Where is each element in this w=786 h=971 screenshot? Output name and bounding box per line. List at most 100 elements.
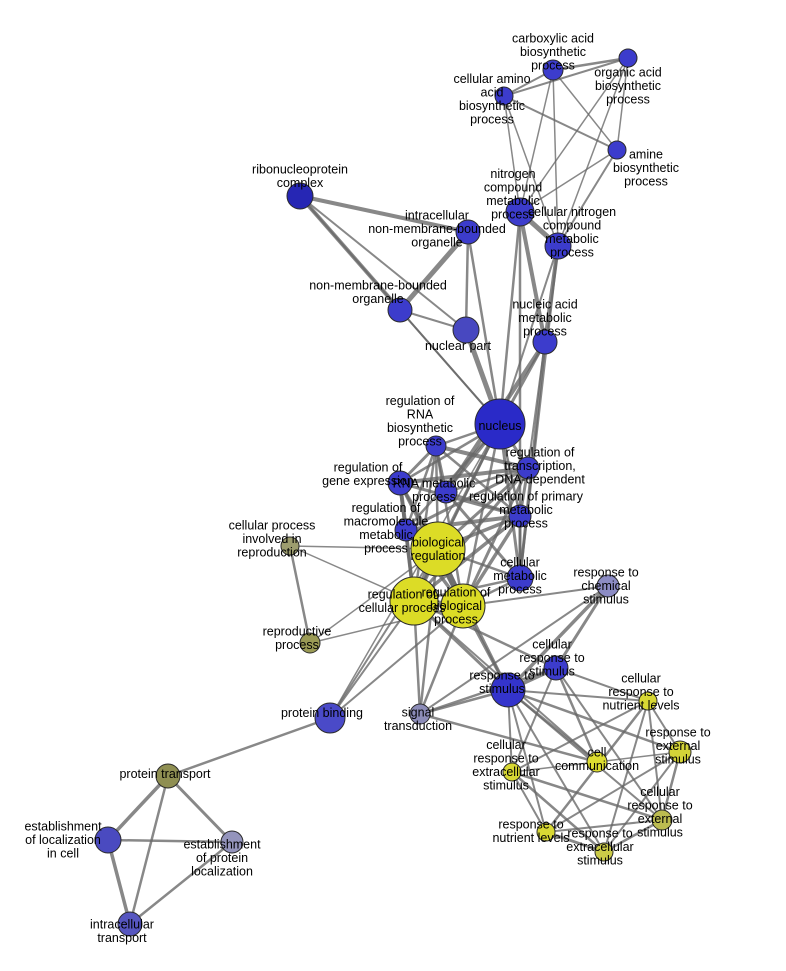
node-cnitro[interactable] xyxy=(544,232,572,260)
edge-cellres-cresext xyxy=(555,667,663,821)
edge-resextra-cresext xyxy=(602,818,664,854)
edge-inmb-nmb xyxy=(397,229,471,313)
edge-amino-amine xyxy=(503,95,618,151)
edge-rnamet-cellmet xyxy=(444,490,522,580)
edge-cellres-sigtx xyxy=(418,666,558,716)
node-carb[interactable] xyxy=(542,59,564,81)
node-repro[interactable] xyxy=(299,632,321,654)
edge-ptrans-estloc xyxy=(106,774,170,842)
node-rnabio[interactable] xyxy=(425,435,447,457)
node-resext[interactable] xyxy=(668,740,692,764)
node-regtx[interactable] xyxy=(516,456,540,480)
node-rnamet[interactable] xyxy=(434,480,458,504)
node-cellrep[interactable] xyxy=(280,536,300,556)
node-cresnut[interactable] xyxy=(638,691,658,711)
edge-pbind-nucleus xyxy=(329,423,501,719)
node-regbio[interactable] xyxy=(440,583,486,629)
edge-resext-resextra xyxy=(603,751,681,853)
edge-pbind-bioreg xyxy=(329,548,439,719)
edge-cellres-reschem xyxy=(554,584,610,670)
node-nmb[interactable] xyxy=(387,297,413,323)
edge-estprot-intrans xyxy=(128,840,234,926)
edge-ptrans-estprot xyxy=(166,774,234,844)
edge-regtx-reggene xyxy=(398,466,530,485)
node-ribo[interactable] xyxy=(286,182,314,210)
edge-cresnut-resextra xyxy=(603,700,649,853)
node-resnut[interactable] xyxy=(536,822,556,842)
edge-resext-cellcom xyxy=(596,751,681,763)
edge-resext-cresext xyxy=(660,750,682,822)
node-estprot[interactable] xyxy=(220,830,244,854)
node-regcell[interactable] xyxy=(389,576,439,626)
edge-cresextra-cresext xyxy=(510,770,664,822)
edge-estloc-intrans xyxy=(106,838,132,926)
edge-cellres-cellcom xyxy=(554,666,599,764)
edge-inmb-nucleus xyxy=(466,230,502,426)
edge-reschem-regbio xyxy=(462,585,609,607)
edge-resstim-resnut xyxy=(507,689,547,833)
edge-amino-nitro xyxy=(503,95,521,213)
edge-inmb-npart xyxy=(464,230,470,332)
edge-estloc-estprot xyxy=(106,838,234,844)
edge-cresextra-resnut xyxy=(511,771,547,833)
edge-cellres-cresnut xyxy=(555,667,649,702)
edge-carb-orga xyxy=(551,56,630,72)
node-cellmet[interactable] xyxy=(506,564,534,592)
edge-rnabio-regprim xyxy=(434,444,522,518)
node-nitro[interactable] xyxy=(505,197,535,227)
node-cellcom[interactable] xyxy=(586,751,608,773)
edge-sigtx-bioreg xyxy=(418,547,440,716)
edge-cresnut-cresextra xyxy=(511,700,649,773)
node-intrans[interactable] xyxy=(117,911,143,937)
edge-orga-amine xyxy=(616,57,629,151)
node-regprim[interactable] xyxy=(508,504,532,528)
edge-resstim-cresnut xyxy=(507,689,649,702)
node-cellres[interactable] xyxy=(543,655,569,681)
node-amino[interactable] xyxy=(494,86,514,106)
edge-reschem-sigtx xyxy=(419,585,609,715)
node-estloc[interactable] xyxy=(94,826,122,854)
edge-regtx-rnamet xyxy=(444,466,530,494)
node-reschem[interactable] xyxy=(596,574,620,598)
node-resstim[interactable] xyxy=(490,672,526,708)
edge-resstim-resextra xyxy=(507,689,605,853)
node-reggene[interactable] xyxy=(387,470,413,496)
edge-ribo-npart xyxy=(299,195,467,331)
node-bioreg[interactable] xyxy=(410,521,466,577)
edge-cresnut-cresext xyxy=(647,700,663,821)
edge-cresextra-cellcom xyxy=(511,761,598,773)
node-nucleus[interactable] xyxy=(474,398,526,450)
edge-resstim-reschem xyxy=(506,584,610,692)
edge-carb-cnitro xyxy=(552,69,559,247)
edge-orga-cnitro xyxy=(557,57,629,247)
edge-carb-nitro xyxy=(519,69,554,213)
node-inmb[interactable] xyxy=(455,219,481,245)
node-sigtx[interactable] xyxy=(409,703,431,725)
node-pbind[interactable] xyxy=(314,702,346,734)
node-cresext[interactable] xyxy=(651,809,673,831)
node-resextra[interactable] xyxy=(594,842,614,862)
edge-resnut-cresext xyxy=(545,819,663,833)
edge-amine-nitro xyxy=(519,149,618,213)
edge-carb-amine xyxy=(552,69,618,151)
node-nucac[interactable] xyxy=(532,329,558,355)
nodes-layer xyxy=(94,48,692,937)
node-ptrans[interactable] xyxy=(155,763,181,789)
edge-amine-cnitro xyxy=(557,149,618,247)
node-orga[interactable] xyxy=(618,48,638,68)
node-npart[interactable] xyxy=(452,316,480,344)
node-amine[interactable] xyxy=(607,140,627,160)
edge-sigtx-cellcom xyxy=(418,712,599,764)
edge-ribo-inmb xyxy=(298,194,470,234)
node-cresextra[interactable] xyxy=(502,762,522,782)
edge-nitro-nucac xyxy=(518,210,547,344)
node-regmacro[interactable] xyxy=(394,518,418,542)
edge-nucleus-regbio xyxy=(461,422,502,608)
